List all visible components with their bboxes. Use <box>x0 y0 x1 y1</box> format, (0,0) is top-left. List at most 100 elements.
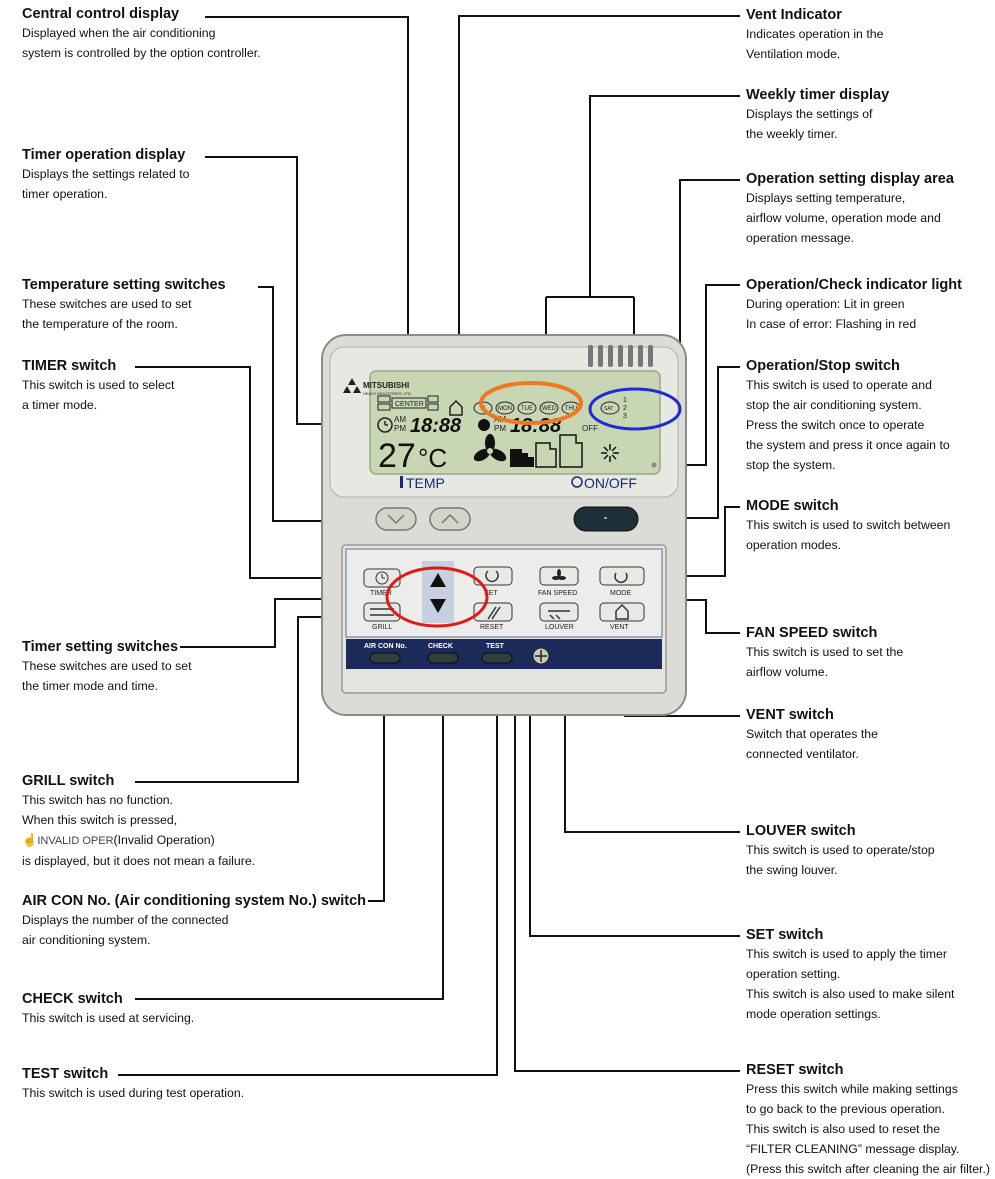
label-weekly-timer: Weekly timer display Displays the settin… <box>746 87 995 144</box>
timer-down-button[interactable] <box>430 599 446 613</box>
grill-button-label: GRILL <box>372 624 392 631</box>
label-mode: MODE switch This switch is used to switc… <box>746 498 995 555</box>
label-desc: This switch is used to apply the timer o… <box>746 947 955 1021</box>
orange-highlight <box>479 381 583 425</box>
lcd-row-1: 1 <box>623 397 627 404</box>
louver-button-label: LOUVER <box>545 624 574 631</box>
set-button[interactable] <box>473 566 513 586</box>
label-title: VENT switch <box>746 707 834 723</box>
label-desc: This switch is used to operate and stop … <box>746 378 950 472</box>
label-louver: LOUVER switch This switch is used to ope… <box>746 823 995 880</box>
label-desc: During operation: Lit in green In case o… <box>746 297 917 331</box>
label-op-stop: Operation/Stop switch This switch is use… <box>746 358 995 475</box>
label-vent-indicator: Vent Indicator Indicates operation in th… <box>746 7 995 64</box>
fan-speed-button-label: FAN SPEED <box>538 590 577 597</box>
air-con-no-label: AIR CON No. <box>364 643 407 650</box>
label-desc: This switch is used to operate/stop the … <box>746 843 935 877</box>
label-desc: This switch is used during test operatio… <box>22 1086 245 1100</box>
air-con-no-button[interactable] <box>369 652 401 664</box>
invalid-oper-text: INVALID OPER <box>37 835 114 847</box>
operation-indicator-light <box>651 462 657 468</box>
timer-button-label: TIMER <box>370 590 392 597</box>
lcd-off: OFF <box>582 424 598 433</box>
on-off-button[interactable] <box>573 506 639 532</box>
test-button[interactable] <box>481 652 513 664</box>
red-highlight <box>385 566 489 628</box>
airflow-bars-icon <box>510 434 583 468</box>
label-check: CHECK switch This switch is used at serv… <box>22 991 352 1028</box>
label-air-con-no: AIR CON No. (Air conditioning system No.… <box>22 893 382 950</box>
label-title: Operation/Stop switch <box>746 358 900 374</box>
lcd-center: CENTER <box>395 401 424 408</box>
hand-icon: ☝ <box>22 833 38 847</box>
label-title: SET switch <box>746 927 824 943</box>
label-reset: RESET switch Press this switch while mak… <box>746 1062 995 1179</box>
label-timer-setting: Timer setting switches These switches ar… <box>22 639 352 696</box>
check-button[interactable] <box>427 652 459 664</box>
lcd-am: AM <box>394 415 406 424</box>
label-desc: Displays the settings of the weekly time… <box>746 107 873 141</box>
fan-speed-button[interactable] <box>539 566 579 586</box>
vent-indicator-icon <box>449 399 463 416</box>
clock-icon <box>377 417 393 433</box>
label-timer-switch: TIMER switch This switch is used to sele… <box>22 358 352 415</box>
lcd-day-wed: WED <box>542 406 557 412</box>
lcd-pm: PM <box>394 424 406 433</box>
label-title: Temperature setting switches <box>22 277 226 293</box>
louver-button[interactable] <box>539 602 579 622</box>
label-desc: Displays the number of the connected air… <box>22 913 229 947</box>
label-desc: This switch is used to select a timer mo… <box>22 378 175 412</box>
label-desc: This switch is used to set the airflow v… <box>746 645 904 679</box>
brand-name: MITSUBISHI <box>363 381 409 390</box>
label-desc: This switch is used to switch between op… <box>746 518 951 552</box>
label-test: TEST switch This switch is used during t… <box>22 1066 352 1103</box>
lcd-row-3: 3 <box>623 413 627 420</box>
lcd-degree: °C <box>418 443 447 473</box>
label-timer-operation: Timer operation display Displays the set… <box>22 147 352 204</box>
label-title: Vent Indicator <box>746 7 842 23</box>
temp-down-button[interactable] <box>375 507 417 531</box>
lcd-clock-left: 18:88 <box>410 415 462 437</box>
label-title: Operation/Check indicator light <box>746 277 962 293</box>
label-title: MODE switch <box>746 498 839 514</box>
lcd-day-ring <box>539 401 559 415</box>
lcd-temperature: 27 <box>378 437 416 475</box>
vent-button[interactable] <box>599 602 645 622</box>
remote-controller: MITSUBISHI HEAVY INDUSTRIES, LTD. CENTER… <box>320 333 688 717</box>
mode-sun-icon <box>601 444 619 462</box>
fan-icon <box>473 434 507 462</box>
label-title: RESET switch <box>746 1062 844 1078</box>
label-desc: These switches are used to set the tempe… <box>22 297 192 331</box>
label-desc: This switch has no function. When this s… <box>22 793 178 827</box>
label-set: SET switch This switch is used to apply … <box>746 927 995 1024</box>
label-title: Central control display <box>22 6 180 22</box>
vent-slots <box>588 345 653 367</box>
lcd-day-ring <box>495 401 515 415</box>
set-button-label: SET <box>484 590 498 597</box>
temp-up-button[interactable] <box>429 507 471 531</box>
brand-logo <box>343 378 361 393</box>
label-operation-setting: Operation setting display area Displays … <box>746 171 995 248</box>
vent-button-label: VENT <box>610 624 629 631</box>
temp-label: TEMP <box>406 475 445 491</box>
timer-up-button[interactable] <box>430 573 446 587</box>
label-desc: Displays setting temperature, airflow vo… <box>746 191 941 245</box>
label-op-check-light: Operation/Check indicator light During o… <box>746 277 995 334</box>
lcd-day-ring <box>517 401 537 415</box>
mode-button[interactable] <box>599 566 645 586</box>
label-title: Timer operation display <box>22 147 186 163</box>
lcd-pm-2: PM <box>494 424 506 433</box>
lcd-day-tue: TUE <box>521 406 533 412</box>
blue-highlight <box>588 387 682 431</box>
label-desc: Indicates operation in the Ventilation m… <box>746 27 884 61</box>
label-title: Timer setting switches <box>22 639 179 655</box>
label-title: LOUVER switch <box>746 823 856 839</box>
label-temp-setting: Temperature setting switches These switc… <box>22 277 352 334</box>
label-title: TIMER switch <box>22 358 117 374</box>
reset-button-label: RESET <box>480 624 504 631</box>
power-icon <box>571 476 583 488</box>
label-vent: VENT switch Switch that operates the con… <box>746 707 995 764</box>
brand-sub: HEAVY INDUSTRIES, LTD. <box>363 391 412 396</box>
